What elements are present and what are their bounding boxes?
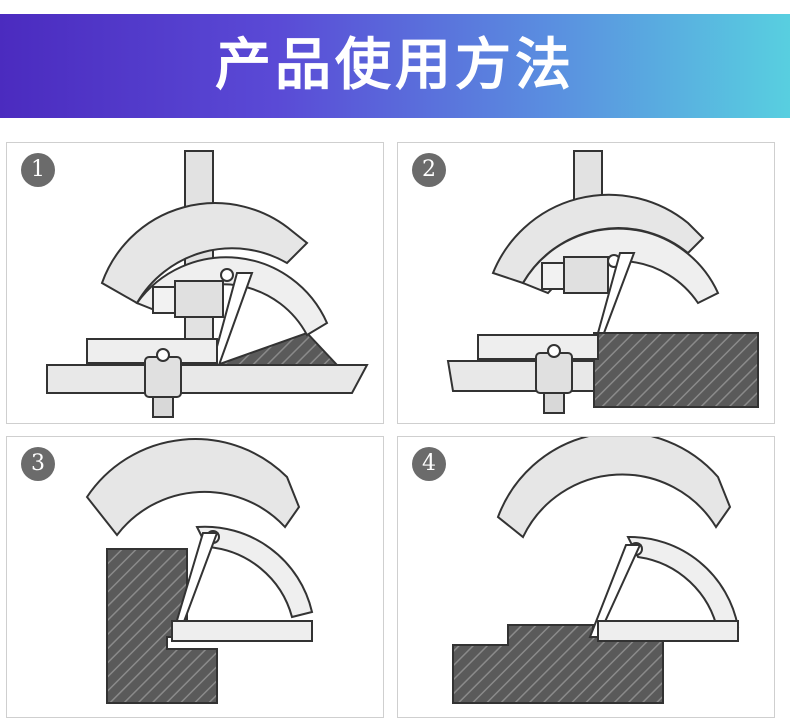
step-number-badge: 1 — [21, 153, 55, 187]
step-number-badge: 3 — [21, 447, 55, 481]
step-2-panel: 2 — [397, 142, 775, 424]
step-3-panel: 3 — [6, 436, 384, 718]
step-1-panel: 1 — [6, 142, 384, 424]
step-3-illustration — [85, 438, 314, 704]
header-banner: 产品使用方法 — [0, 14, 790, 118]
step-4-panel: 4 — [397, 436, 775, 718]
page-title: 产品使用方法 — [215, 33, 575, 98]
step-2-illustration — [446, 150, 759, 414]
step-1-illustration — [46, 150, 369, 418]
step-4-illustration — [452, 437, 740, 704]
step-number-badge: 4 — [412, 447, 446, 481]
step-number-badge: 2 — [412, 153, 446, 187]
